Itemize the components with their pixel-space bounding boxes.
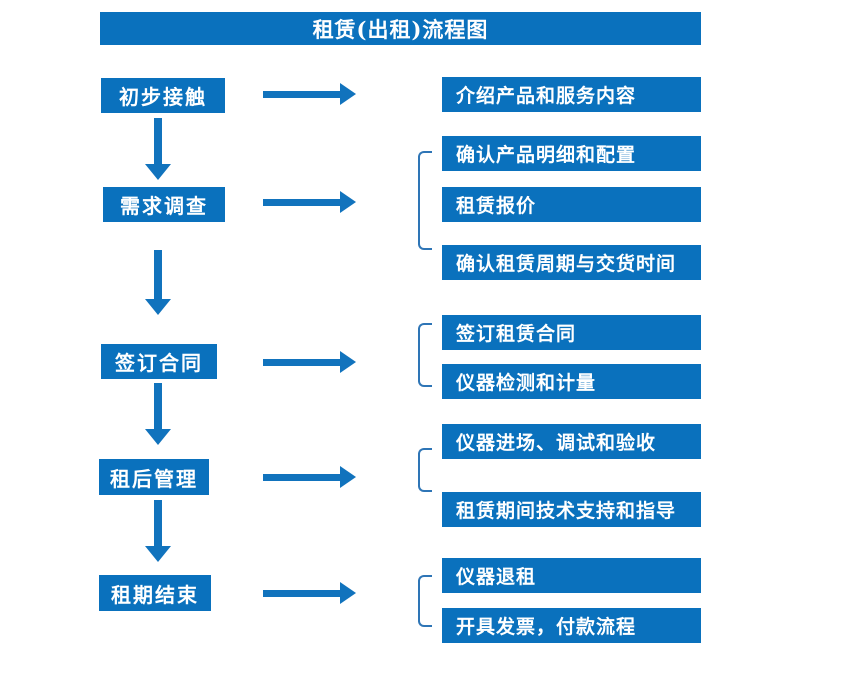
arrow-shaft	[263, 358, 340, 366]
step-box-demand-survey: 需求调查	[103, 187, 225, 222]
arrow-down-icon	[145, 118, 171, 180]
group-bracket	[418, 448, 432, 492]
arrow-shaft	[263, 198, 340, 206]
group-bracket	[418, 575, 432, 627]
arrow-shaft	[263, 473, 340, 481]
arrow-shaft	[154, 118, 162, 164]
arrow-right-icon	[263, 191, 356, 213]
arrow-head	[340, 191, 356, 213]
detail-box-rental-quotation: 租赁报价	[442, 187, 701, 222]
detail-box-invoice-payment-process: 开具发票，付款流程	[442, 608, 701, 643]
arrow-head	[340, 582, 356, 604]
arrow-shaft	[154, 250, 162, 299]
arrow-right-icon	[263, 582, 356, 604]
arrow-shaft	[263, 589, 340, 597]
arrow-down-icon	[145, 500, 171, 562]
arrow-head	[145, 299, 171, 315]
arrow-shaft	[263, 90, 340, 98]
detail-box-instrument-setup-acceptance: 仪器进场、调试和验收	[442, 424, 701, 459]
arrow-head	[340, 351, 356, 373]
arrow-down-icon	[145, 250, 171, 315]
arrow-head	[145, 429, 171, 445]
arrow-right-icon	[263, 466, 356, 488]
detail-box-introduce-products-services: 介绍产品和服务内容	[442, 77, 701, 112]
arrow-shaft	[154, 500, 162, 546]
group-bracket	[418, 323, 432, 387]
arrow-right-icon	[263, 351, 356, 373]
arrow-right-icon	[263, 83, 356, 105]
detail-box-technical-support-guidance: 租赁期间技术支持和指导	[442, 492, 701, 527]
arrow-head	[340, 83, 356, 105]
step-box-post-rental-management: 租后管理	[99, 459, 209, 495]
arrow-head	[340, 466, 356, 488]
detail-box-confirm-lease-period-delivery: 确认租赁周期与交货时间	[442, 245, 701, 280]
detail-box-confirm-product-details: 确认产品明细和配置	[442, 136, 701, 171]
arrow-shaft	[154, 383, 162, 429]
step-box-lease-end: 租期结束	[99, 575, 211, 611]
detail-box-instrument-testing-metering: 仪器检测和计量	[442, 364, 701, 399]
arrow-head	[145, 546, 171, 562]
detail-box-sign-lease-contract: 签订租赁合同	[442, 315, 701, 350]
step-box-sign-contract: 签订合同	[101, 344, 217, 379]
arrow-head	[145, 164, 171, 180]
flowchart-title: 租赁(出租)流程图	[100, 12, 701, 45]
arrow-down-icon	[145, 383, 171, 445]
detail-box-instrument-return: 仪器退租	[442, 558, 701, 593]
group-bracket	[418, 151, 432, 250]
step-box-initial-contact: 初步接触	[101, 78, 225, 113]
